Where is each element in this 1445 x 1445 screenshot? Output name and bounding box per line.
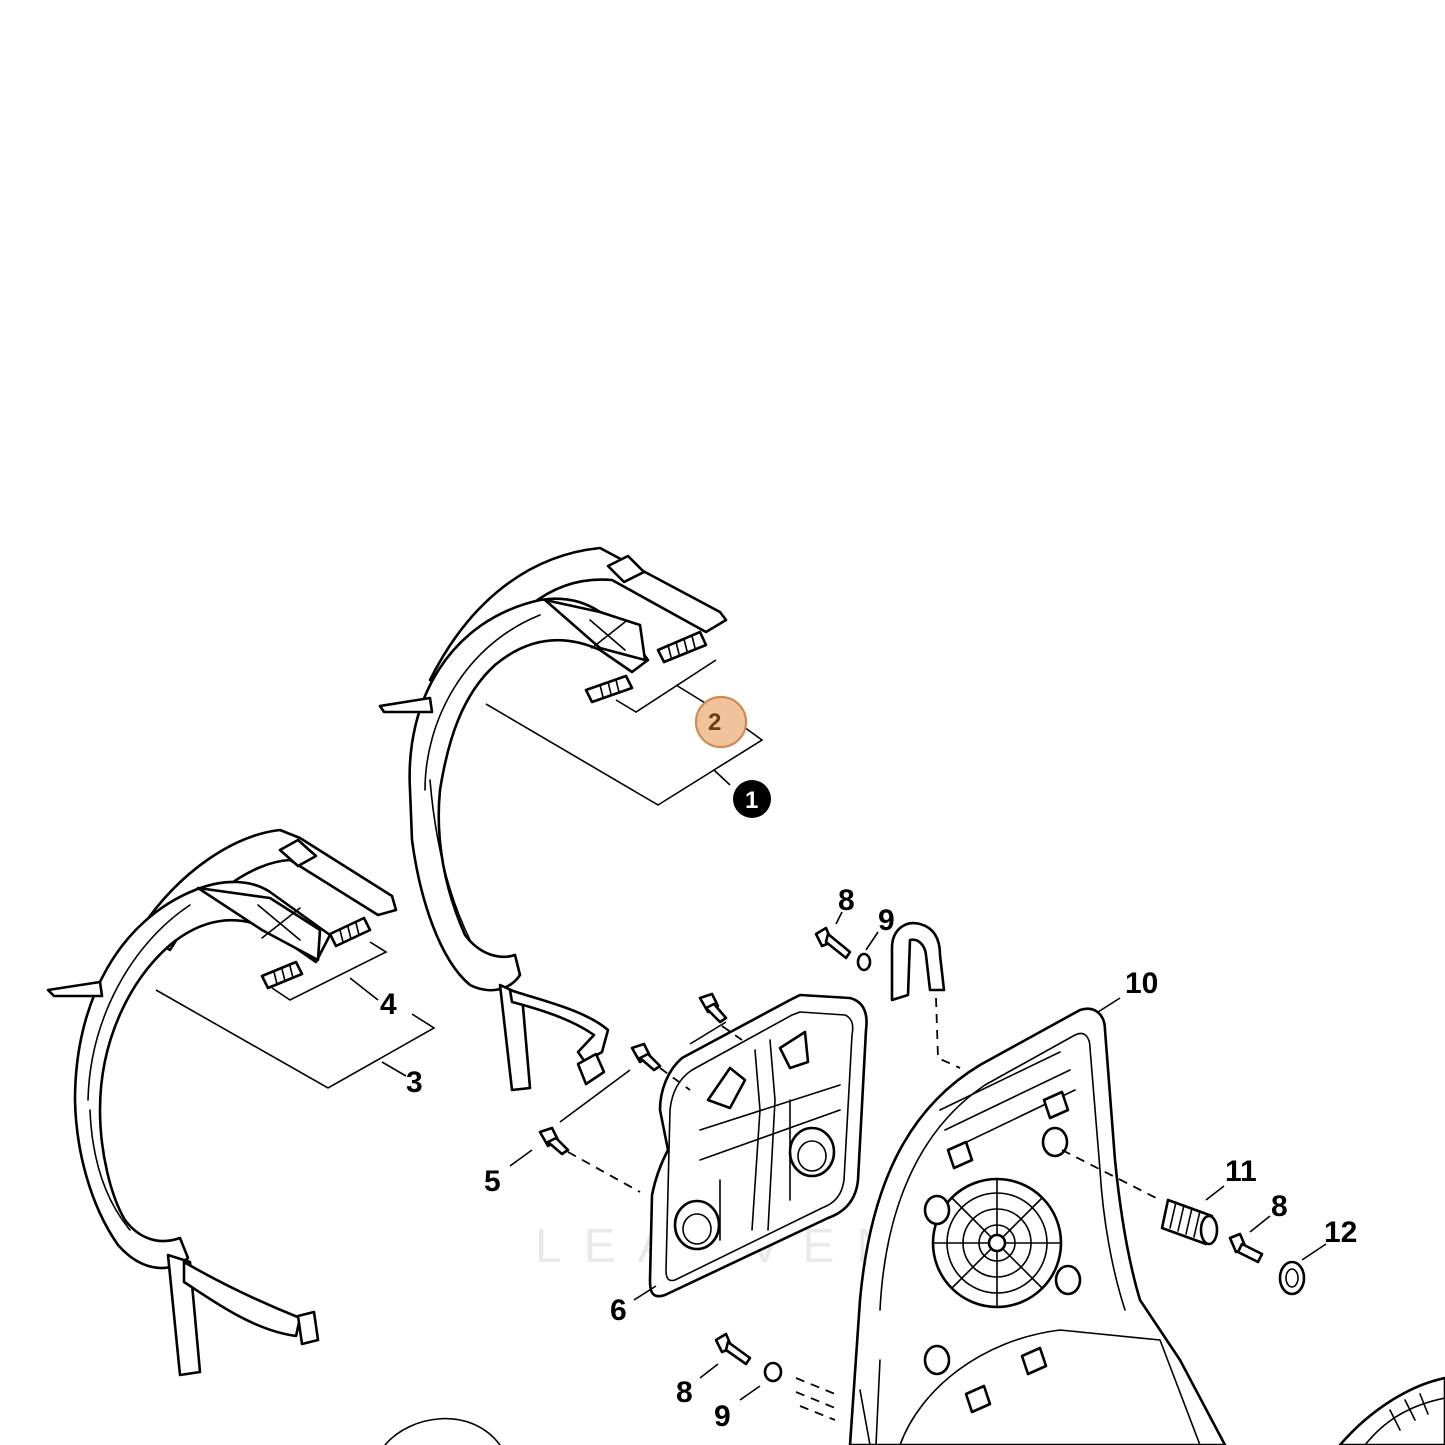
washer-9-upper bbox=[856, 952, 872, 972]
dashed-spring-line bbox=[1061, 1149, 1161, 1201]
leader-9-upper bbox=[865, 931, 879, 951]
push-pin-middle bbox=[630, 1042, 662, 1072]
spring-clip-upper-b bbox=[584, 674, 634, 704]
push-pin-top bbox=[698, 992, 728, 1024]
spring-clip-lower-b bbox=[260, 960, 304, 990]
callout-2-label: 2 bbox=[708, 709, 721, 736]
callout-2-badge[interactable]: 2 bbox=[694, 695, 748, 749]
leader-8-right bbox=[1249, 1215, 1271, 1233]
push-pin-bottom bbox=[538, 1126, 570, 1156]
back-plate-pad bbox=[648, 993, 868, 1298]
callout-4-label: 4 bbox=[380, 988, 397, 1021]
partial-hose-bottom bbox=[384, 1417, 501, 1445]
leader-10 bbox=[1097, 997, 1121, 1013]
blower-housing bbox=[848, 1007, 1227, 1445]
spring-11 bbox=[1160, 1198, 1219, 1246]
partial-part-bottom-right bbox=[1338, 1376, 1445, 1445]
spring-clip-upper-a bbox=[656, 630, 708, 664]
highlight-circle bbox=[694, 695, 748, 749]
leader-lines-5-6 bbox=[509, 1021, 743, 1301]
callout-8-lower-label: 8 bbox=[676, 1376, 693, 1409]
dashed-lower-lines bbox=[795, 1377, 841, 1421]
callout-3-label: 3 bbox=[406, 1066, 423, 1099]
dashed-clip-line bbox=[935, 997, 961, 1069]
spring-clip-lower-a bbox=[328, 916, 372, 948]
callout-1-badge[interactable]: 1 bbox=[733, 780, 771, 818]
nut-12 bbox=[1278, 1260, 1306, 1296]
callout-9-upper-label: 9 bbox=[878, 904, 895, 937]
callout-12-label: 12 bbox=[1324, 1216, 1357, 1249]
screw-8-lower bbox=[714, 1332, 752, 1366]
clip-bracket bbox=[890, 921, 946, 1002]
callout-5-label: 5 bbox=[484, 1165, 501, 1198]
callout-9-lower-label: 9 bbox=[714, 1400, 731, 1433]
badge-circle bbox=[733, 780, 771, 818]
leader-12 bbox=[1301, 1243, 1327, 1261]
callout-1-label: 1 bbox=[745, 787, 758, 814]
screw-8-right bbox=[1228, 1232, 1264, 1264]
callout-10-label: 10 bbox=[1125, 967, 1158, 1000]
shoulder-strap-lower bbox=[46, 828, 398, 1377]
callout-11-label: 11 bbox=[1225, 1155, 1257, 1188]
washer-9-lower bbox=[763, 1361, 783, 1383]
leader-8-lower bbox=[699, 1363, 719, 1379]
shoulder-strap-upper bbox=[378, 546, 728, 1092]
callout-8-right-label: 8 bbox=[1271, 1190, 1288, 1223]
callout-8-upper-label: 8 bbox=[838, 884, 855, 917]
leader-9-lower bbox=[739, 1385, 761, 1401]
leader-lines-3-4 bbox=[155, 941, 436, 1089]
screw-8-upper bbox=[814, 926, 852, 960]
leader-8-upper bbox=[835, 911, 843, 925]
callout-6-label: 6 bbox=[610, 1294, 627, 1327]
leader-11 bbox=[1205, 1185, 1225, 1201]
